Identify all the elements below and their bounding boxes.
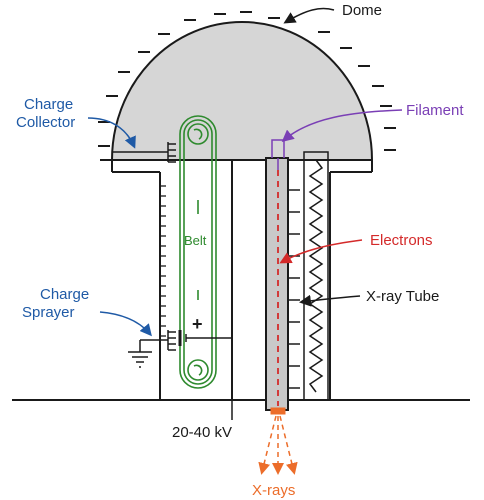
xray-beams <box>258 415 298 475</box>
belt-label: Belt <box>184 233 207 248</box>
ground-symbol <box>128 351 152 368</box>
electrons-leader <box>279 239 363 264</box>
voltage-divider-zigzag <box>303 151 329 401</box>
battery-power-source <box>178 330 233 420</box>
charge-sprayer-label-line2: Sprayer <box>22 304 75 321</box>
charge-sprayer-leader <box>99 311 152 337</box>
dome <box>110 21 374 161</box>
xray-tube-label: X-ray Tube <box>366 288 440 305</box>
charge-sprayer-label-line1: Charge <box>40 286 90 303</box>
xray-tube-leader <box>299 294 361 307</box>
belt <box>179 115 217 389</box>
charge-collector-leader <box>87 117 136 149</box>
charge-sprayer-comb <box>139 330 176 352</box>
filament-label: Filament <box>406 102 464 119</box>
voltage-label: 20-40 kV <box>172 424 233 441</box>
charge-collector-label-line2: Collector <box>16 114 76 131</box>
filament-leader <box>281 109 403 142</box>
dome-label: Dome <box>342 2 383 19</box>
xray-tube <box>265 157 300 415</box>
dome-leader <box>283 7 335 24</box>
charge-collector-label-line1: Charge <box>24 96 74 113</box>
column-structure <box>12 160 470 401</box>
xrays-label: X-rays <box>252 482 296 499</box>
dome-negative-charges <box>98 11 396 161</box>
electrons-label: Electrons <box>370 232 433 249</box>
column-charge-marks <box>160 185 166 337</box>
plus-sign: + <box>192 314 203 334</box>
filament <box>271 139 285 170</box>
charge-collector-comb <box>112 142 176 163</box>
